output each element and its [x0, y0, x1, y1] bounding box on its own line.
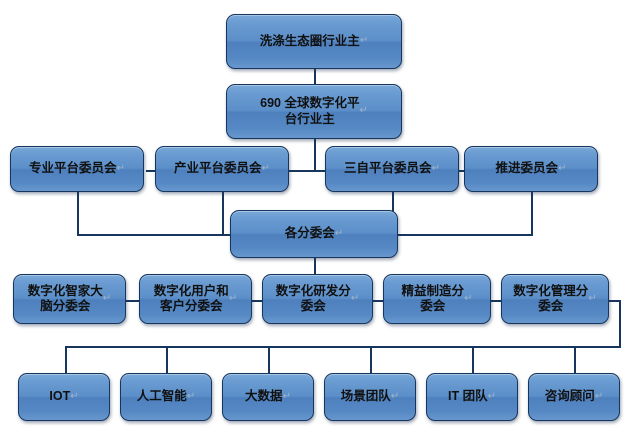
node-level6-it-team-label: IT 团队	[448, 389, 488, 404]
node-level5-jingyi[interactable]: 精益制造分 委会↵	[383, 274, 491, 324]
node-level5-zhijia-label: 数字化智家大 脑分委会	[27, 283, 103, 313]
node-level5-yonghu-label: 数字化用户和 客户分委会	[153, 283, 229, 313]
pilcrow-mark: ↵	[359, 105, 368, 117]
node-level2-label: 690 全球数字化平 台行业主	[260, 96, 360, 126]
connector-l5-right-out	[605, 300, 621, 302]
pilcrow-mark: ↵	[558, 162, 567, 174]
node-level3-sanzi[interactable]: 三自平台委员会↵	[325, 146, 459, 192]
connector-l3-2-down	[222, 191, 224, 236]
pilcrow-mark: ↵	[70, 390, 79, 402]
connector-l5-link-4-5	[489, 300, 504, 302]
pilcrow-mark: ↵	[102, 292, 112, 304]
node-level6-ai-label: 人工智能	[136, 389, 187, 404]
connector-l6-2-down	[166, 346, 168, 375]
connector-level2-down	[314, 138, 316, 170]
pilcrow-mark: ↵	[116, 162, 125, 174]
node-root-label: 洗涤生态圈行业主	[259, 33, 360, 48]
node-level3-tuijin[interactable]: 推进委员会↵	[464, 146, 598, 192]
connector-l5-link-2-3	[250, 300, 265, 302]
node-level3-tuijin-label: 推进委员会	[495, 161, 559, 176]
node-level6-scene-team-label: 场景团队	[340, 389, 391, 404]
node-level3-sanzi-label: 三自平台委员会	[344, 161, 432, 176]
connector-l6-5-down	[472, 346, 474, 375]
node-level6-iot-label: IOT	[49, 389, 71, 404]
node-level6-iot[interactable]: IOT↵	[18, 373, 110, 421]
node-level3-zhuanye[interactable]: 专业平台委员会↵	[10, 146, 144, 192]
node-level6-bigdata-label: 大数据	[245, 389, 283, 404]
pilcrow-mark: ↵	[282, 390, 291, 402]
connector-level6-bus	[65, 346, 621, 348]
pilcrow-mark: ↵	[228, 292, 238, 304]
connector-l5-right-down	[619, 300, 621, 348]
connector-level4-to-level5	[314, 258, 316, 280]
node-level5-jingyi-label: 精益制造分 委会	[401, 283, 465, 313]
connector-root-to-level2	[314, 68, 316, 90]
node-level3-chanye-label: 产业平台委员会	[174, 161, 262, 176]
node-level5-guanli[interactable]: 数字化管理分 委会↵	[501, 274, 609, 324]
node-level3-chanye[interactable]: 产业平台委员会↵	[155, 146, 289, 192]
pilcrow-mark: ↵	[464, 292, 473, 304]
pilcrow-mark: ↵	[186, 390, 196, 402]
pilcrow-mark: ↵	[390, 390, 400, 402]
node-level2[interactable]: 690 全球数字化平 台行业主↵	[226, 84, 402, 139]
connector-l3-4-down	[531, 191, 533, 236]
connector-l5-link-1-2	[125, 300, 140, 302]
connector-l3-1-down	[77, 191, 79, 236]
node-level4[interactable]: 各分委会↵	[230, 210, 398, 258]
node-level5-guanli-label: 数字化管理分 委会	[513, 283, 589, 313]
node-level6-consultant-label: 咨询顾问	[544, 389, 595, 404]
connector-level4-bus-left	[77, 234, 232, 236]
connector-l6-1-down	[65, 346, 67, 375]
node-level5-yanfa[interactable]: 数字化研发分 委会↵	[262, 274, 373, 324]
pilcrow-mark: ↵	[431, 162, 440, 174]
node-root[interactable]: 洗涤生态圈行业主↵	[226, 14, 402, 69]
pilcrow-mark: ↵	[334, 227, 344, 239]
node-level3-zhuanye-label: 专业平台委员会	[29, 161, 117, 176]
node-level6-bigdata[interactable]: 大数据↵	[222, 373, 314, 421]
node-level5-zhijia[interactable]: 数字化智家大 脑分委会↵	[13, 274, 126, 324]
pilcrow-mark: ↵	[359, 35, 369, 47]
connector-l6-6-down	[574, 346, 576, 375]
connector-l6-4-down	[370, 346, 372, 375]
pilcrow-mark: ↵	[588, 292, 597, 304]
pilcrow-mark: ↵	[594, 390, 604, 402]
connector-level4-bus-right	[390, 234, 533, 236]
pilcrow-mark: ↵	[487, 390, 496, 402]
node-level6-consultant[interactable]: 咨询顾问↵	[528, 373, 620, 421]
node-level5-yonghu[interactable]: 数字化用户和 客户分委会↵	[139, 274, 252, 324]
pilcrow-mark: ↵	[261, 162, 270, 174]
node-level6-it-team[interactable]: IT 团队↵	[426, 373, 518, 421]
connector-l6-3-down	[268, 346, 270, 375]
node-level6-scene-team[interactable]: 场景团队↵	[324, 373, 416, 421]
connector-l5-link-3-4	[371, 300, 386, 302]
node-level4-label: 各分委会	[284, 226, 335, 241]
pilcrow-mark: ↵	[350, 292, 360, 304]
node-level6-ai[interactable]: 人工智能↵	[120, 373, 212, 421]
node-level5-yanfa-label: 数字化研发分 委会	[275, 283, 351, 313]
